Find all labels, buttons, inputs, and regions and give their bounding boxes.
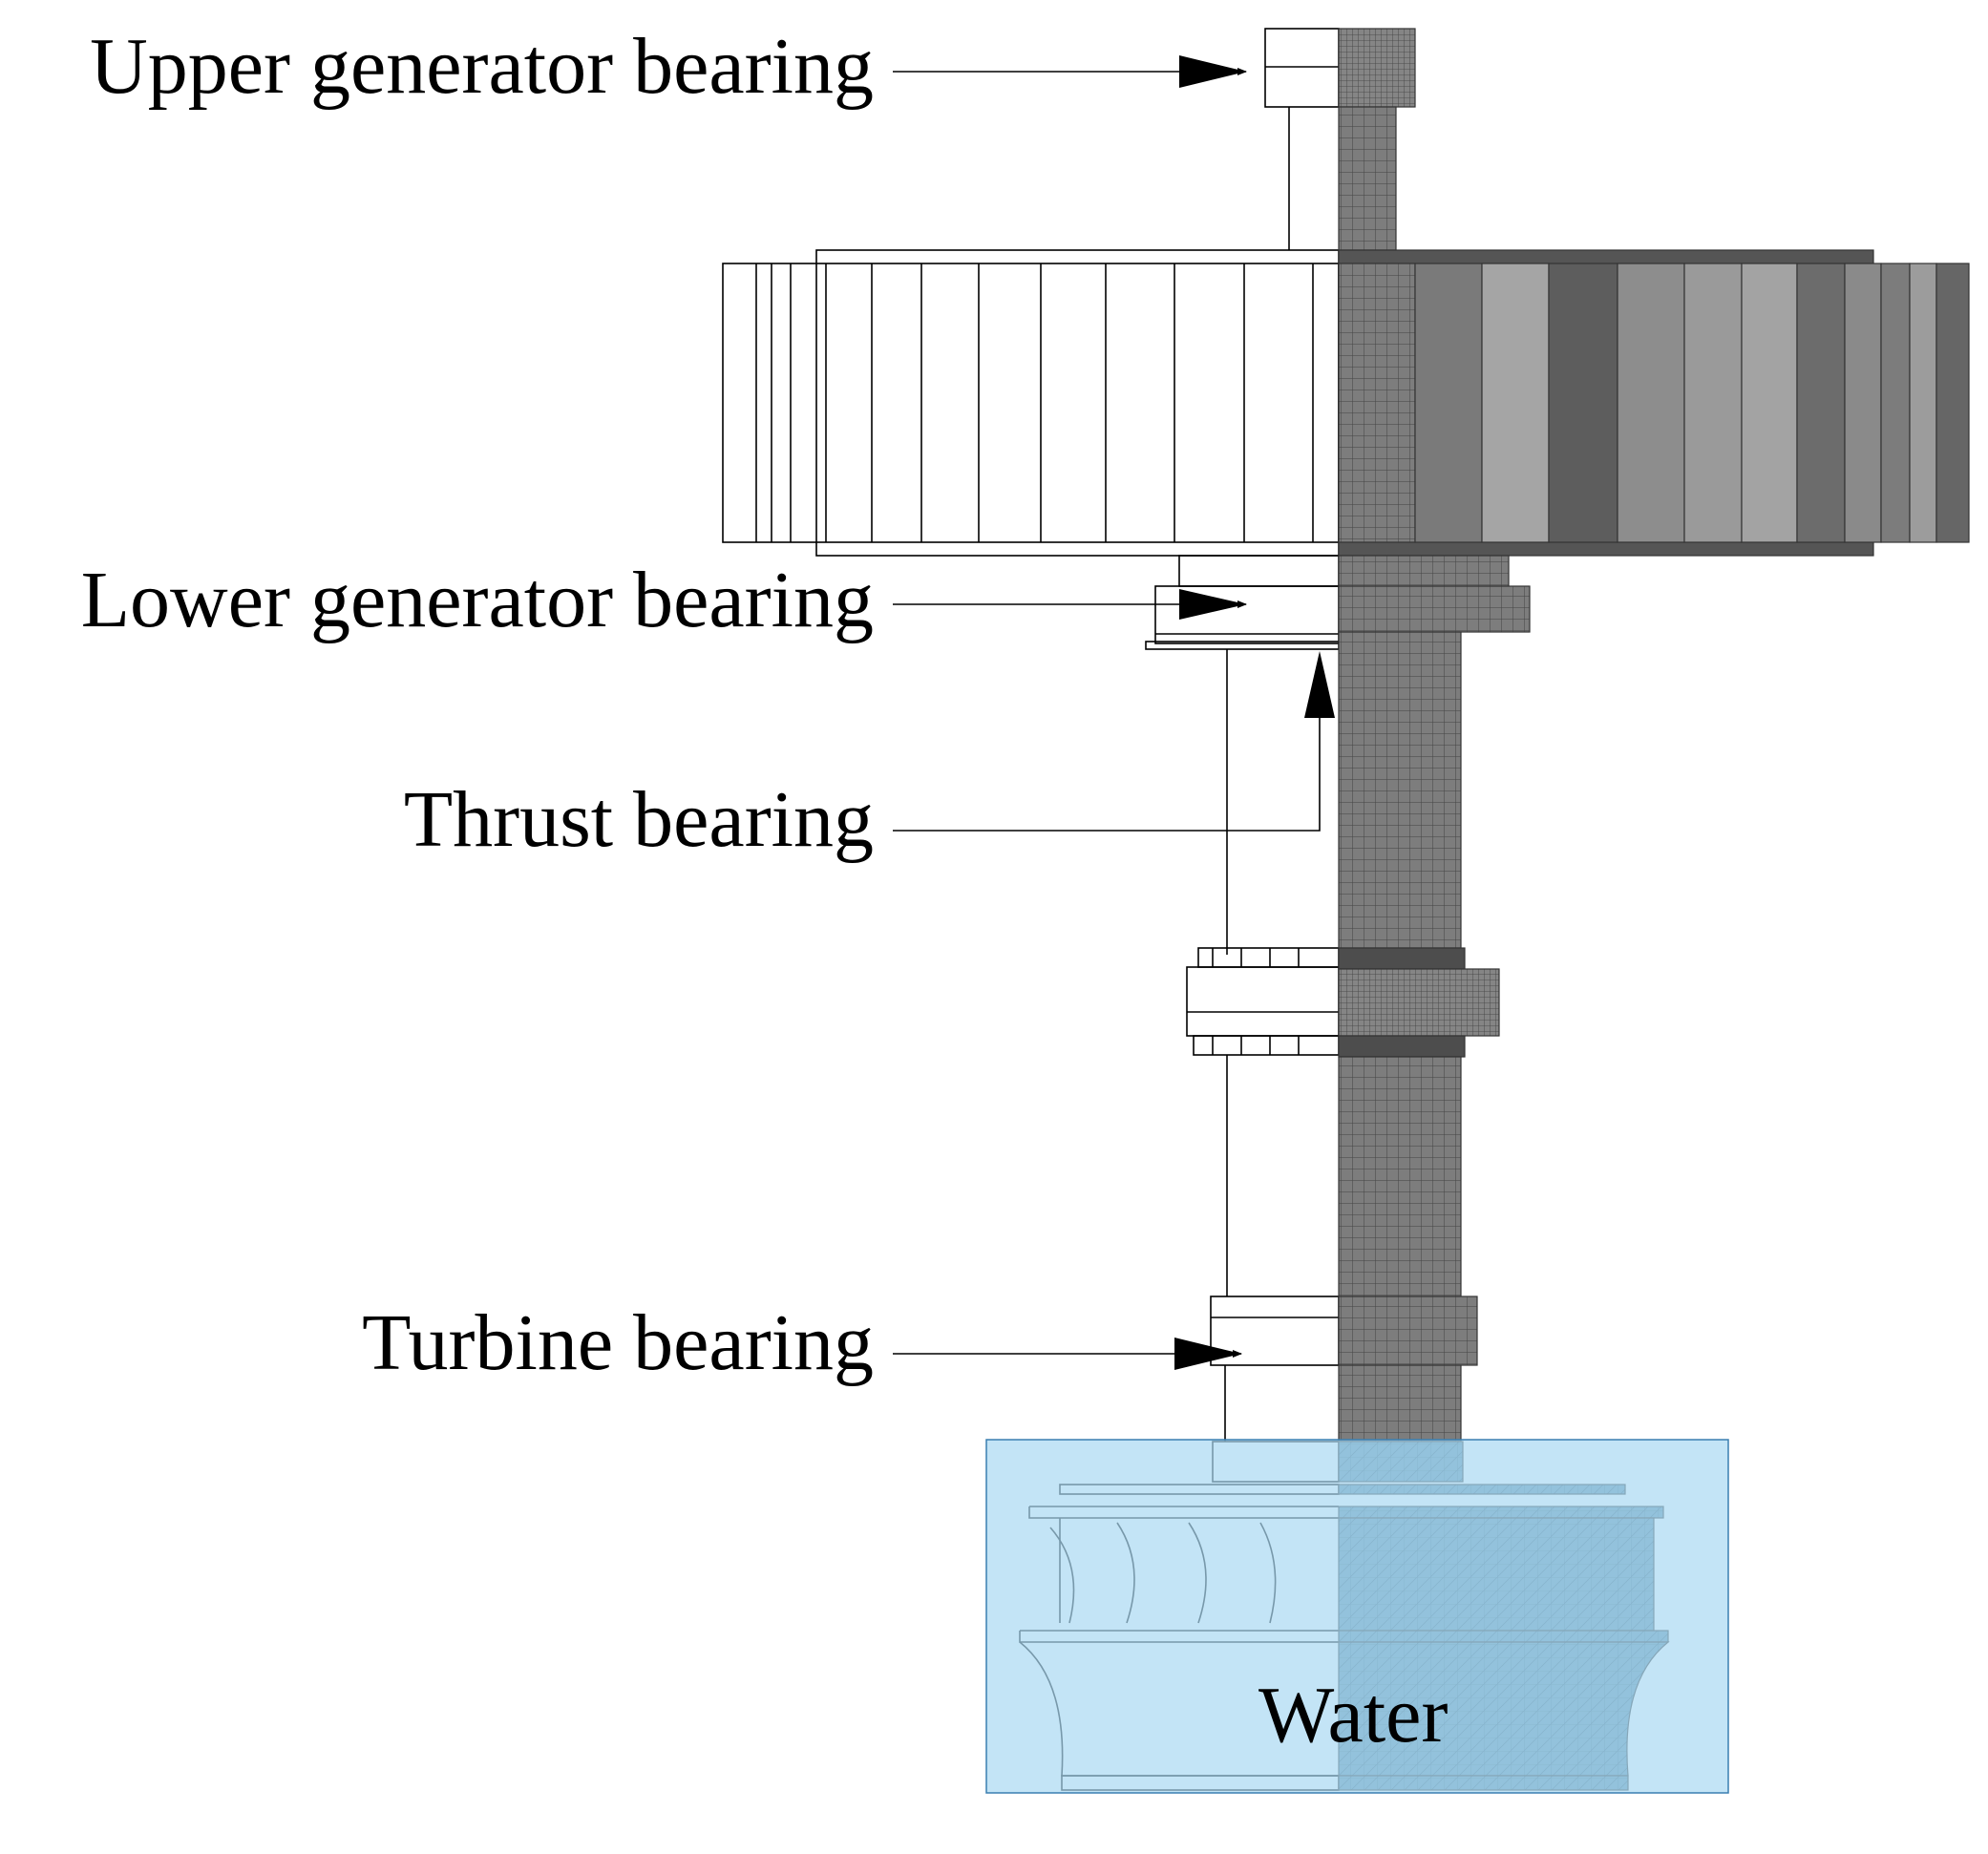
arrowheads [1174,55,1335,1370]
label-upper-generator-bearing: Upper generator bearing [90,22,874,111]
label-lower-generator-bearing: Lower generator bearing [80,556,874,644]
label-turbine-bearing: Turbine bearing [362,1298,874,1387]
label-thrust-bearing: Thrust bearing [403,775,874,864]
thrust-bearing-arrow [893,663,1323,832]
water-region [985,1439,1729,1794]
label-water: Water [1258,1671,1449,1759]
